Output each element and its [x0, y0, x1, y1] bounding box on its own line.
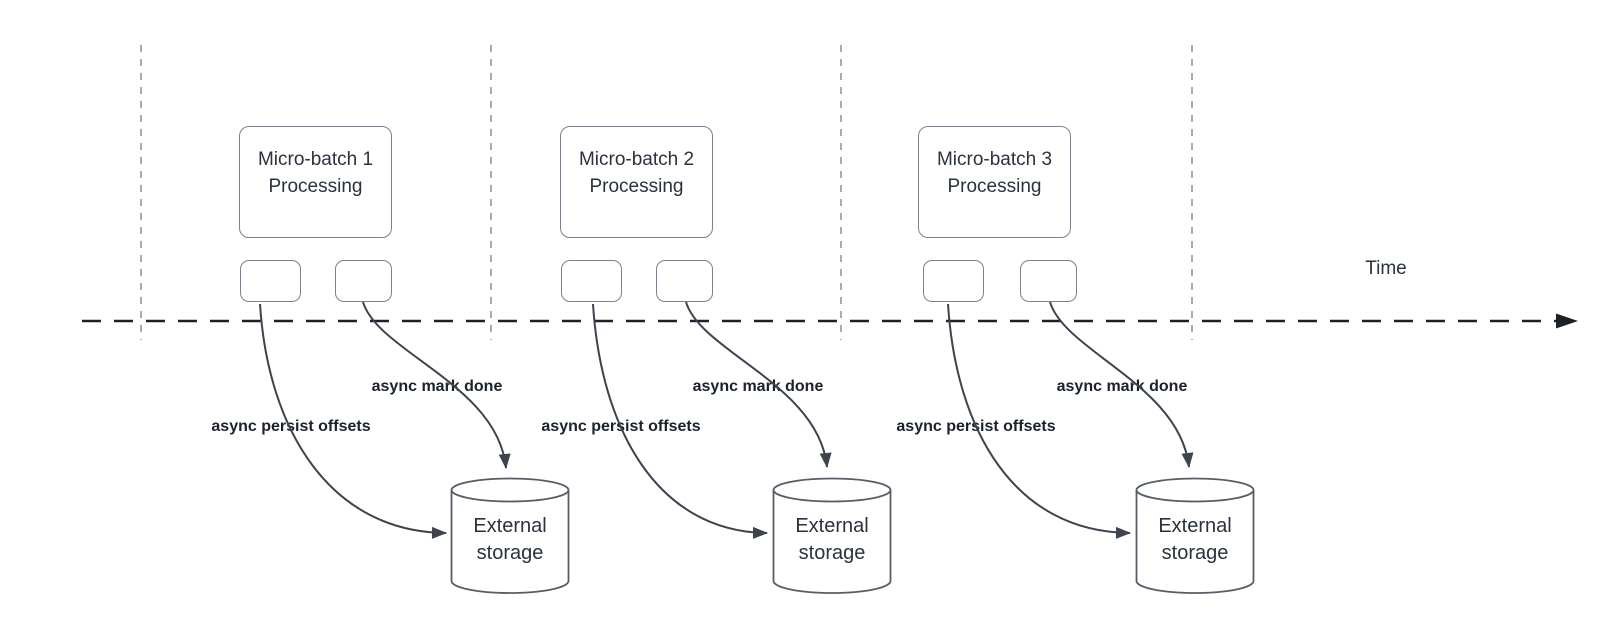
mark-done-label: async mark done: [668, 378, 848, 396]
cylinder-body: [1135, 490, 1255, 594]
micro-batch-2-processing-box: Micro-batch 2 Processing: [560, 126, 713, 238]
persist-offsets-node: [923, 260, 984, 302]
external-storage-label: External storage: [473, 515, 547, 564]
time-axis-arrowhead: [1556, 313, 1578, 329]
mark-done-node: [335, 260, 392, 302]
external-storage-cylinder: [1135, 477, 1255, 594]
persist-offsets-label: async persist offsets: [884, 418, 1068, 436]
external-storage-label: External storage: [795, 515, 869, 564]
external-storage-cylinder: [450, 477, 570, 594]
cylinder-top: [772, 477, 892, 503]
cylinder-body: [772, 490, 892, 594]
cylinder-top: [1135, 477, 1255, 503]
persist-offsets-label: async persist offsets: [199, 418, 383, 436]
mark-done-label: async mark done: [1032, 378, 1212, 396]
micro-batch-3-title: Micro-batch 3 Processing: [936, 149, 1053, 197]
mark-done-label: async mark done: [347, 378, 527, 396]
external-storage-label: External storage: [1158, 515, 1232, 564]
micro-batch-2-group: Micro-batch 2 Processing async mark done…: [529, 0, 900, 642]
micro-batch-3-group: Micro-batch 3 Processing async mark done…: [884, 0, 1258, 642]
mark-done-node: [656, 260, 713, 302]
persist-offsets-label: async persist offsets: [529, 418, 713, 436]
mark-done-node: [1020, 260, 1077, 302]
cylinder-body: [450, 490, 570, 594]
micro-batch-1-processing-box: Micro-batch 1 Processing: [239, 126, 392, 238]
time-axis-label: Time: [1365, 258, 1407, 279]
micro-batch-1-title: Micro-batch 1 Processing: [257, 149, 374, 197]
micro-batch-3-processing-box: Micro-batch 3 Processing: [918, 126, 1071, 238]
micro-batch-1-group: Micro-batch 1 Processing async mark done…: [199, 0, 579, 642]
persist-offsets-node: [240, 260, 301, 302]
persist-offsets-node: [561, 260, 622, 302]
cylinder-top: [450, 477, 570, 503]
external-storage-cylinder: [772, 477, 892, 594]
micro-batch-2-title: Micro-batch 2 Processing: [578, 149, 695, 197]
